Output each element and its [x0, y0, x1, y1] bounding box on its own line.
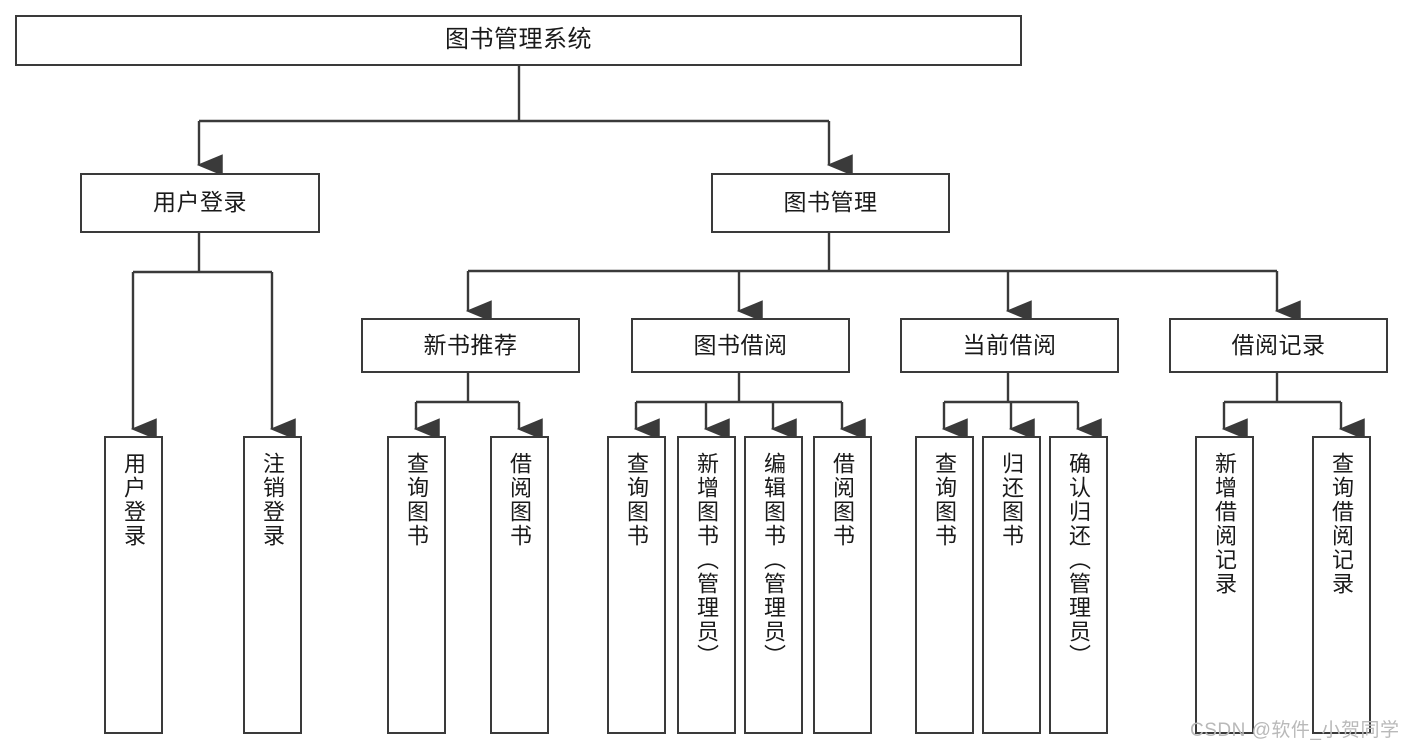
node-leaf-query-book-3[interactable]: 查询图书	[915, 436, 974, 734]
node-leaf-query-book-1-label: 查询图书	[404, 452, 430, 548]
node-leaf-edit-book[interactable]: 编辑图书（管理员）	[744, 436, 803, 734]
node-book-borrow-label: 图书借阅	[693, 331, 788, 358]
node-new-book-rec-label: 新书推荐	[423, 331, 518, 358]
node-borrow-record[interactable]: 借阅记录	[1169, 318, 1388, 373]
node-leaf-logout-login[interactable]: 注销登录	[243, 436, 302, 734]
node-leaf-query-book-3-label: 查询图书	[932, 452, 958, 548]
node-root[interactable]: 图书管理系统	[15, 15, 1022, 66]
node-leaf-return-book-label: 归还图书	[999, 452, 1025, 548]
node-leaf-confirm-return[interactable]: 确认归还（管理员）	[1049, 436, 1108, 734]
node-leaf-user-login[interactable]: 用户登录	[104, 436, 163, 734]
node-leaf-query-record-label: 查询借阅记录	[1329, 452, 1355, 596]
node-user-login-label: 用户登录	[153, 189, 247, 216]
node-leaf-borrow-book-2-label: 借阅图书	[830, 452, 856, 548]
watermark-text: CSDN @软件_小贺同学	[1190, 720, 1400, 741]
node-current-borrow-label: 当前借阅	[962, 331, 1057, 358]
node-borrow-record-label: 借阅记录	[1231, 331, 1326, 358]
node-user-login[interactable]: 用户登录	[80, 173, 320, 233]
node-leaf-query-book-2-label: 查询图书	[624, 452, 650, 548]
node-leaf-borrow-book-1-label: 借阅图书	[507, 452, 533, 548]
node-leaf-query-record[interactable]: 查询借阅记录	[1312, 436, 1371, 734]
node-leaf-user-login-label: 用户登录	[121, 452, 147, 548]
node-leaf-add-record[interactable]: 新增借阅记录	[1195, 436, 1254, 734]
node-leaf-borrow-book-1[interactable]: 借阅图书	[490, 436, 549, 734]
node-new-book-rec[interactable]: 新书推荐	[361, 318, 580, 373]
node-book-borrow[interactable]: 图书借阅	[631, 318, 850, 373]
node-leaf-add-book[interactable]: 新增图书（管理员）	[677, 436, 736, 734]
node-book-manage[interactable]: 图书管理	[711, 173, 950, 233]
node-leaf-borrow-book-2[interactable]: 借阅图书	[813, 436, 872, 734]
node-leaf-confirm-return-label: 确认归还（管理员）	[1066, 452, 1092, 668]
node-leaf-logout-login-label: 注销登录	[260, 452, 286, 548]
node-root-label: 图书管理系统	[445, 26, 592, 54]
node-current-borrow[interactable]: 当前借阅	[900, 318, 1119, 373]
node-leaf-add-book-label: 新增图书（管理员）	[694, 452, 720, 668]
node-leaf-query-book-1[interactable]: 查询图书	[387, 436, 446, 734]
node-leaf-return-book[interactable]: 归还图书	[982, 436, 1041, 734]
node-leaf-edit-book-label: 编辑图书（管理员）	[761, 452, 787, 668]
node-leaf-query-book-2[interactable]: 查询图书	[607, 436, 666, 734]
node-leaf-add-record-label: 新增借阅记录	[1212, 452, 1238, 596]
node-book-manage-label: 图书管理	[783, 189, 878, 216]
